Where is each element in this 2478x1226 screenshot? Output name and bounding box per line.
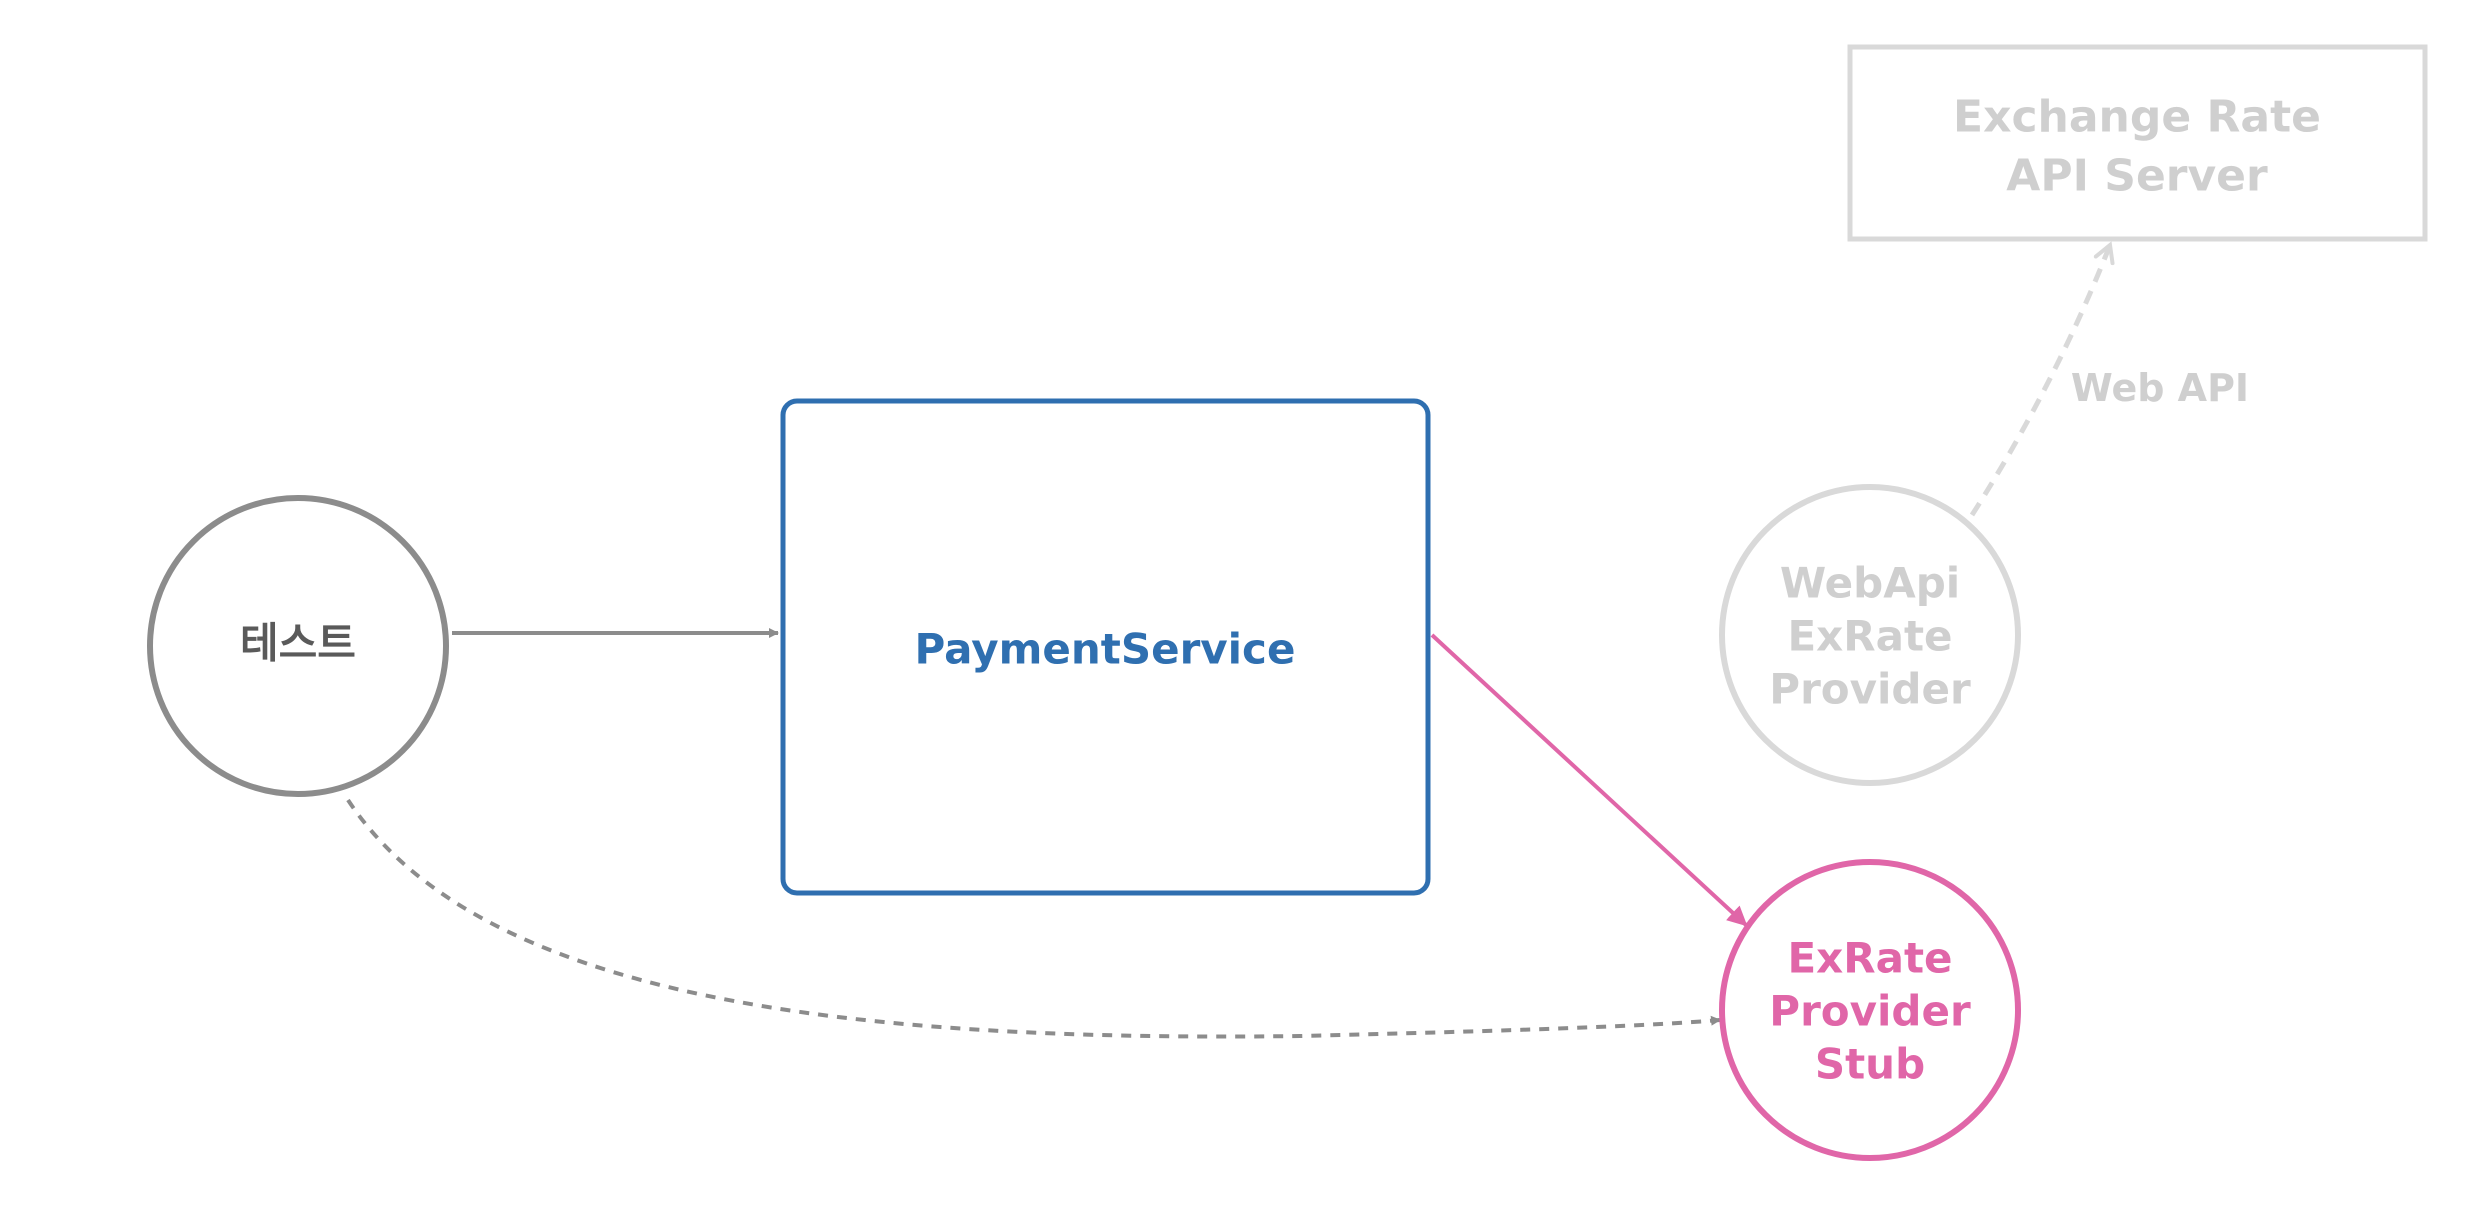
test-circle [147,495,449,797]
payment-service-node: PaymentService [780,398,1431,896]
stub-label-line-2: Provider [1769,987,1971,1036]
payment-service-box [780,398,1431,896]
api-server-node: Exchange Rate API Server [1847,44,2428,242]
api-server-box [1847,44,2428,242]
webapi-provider-label-line-3: Provider [1769,665,1971,714]
webapi-provider-label-line-1: WebApi [1780,559,1960,608]
payment-to-stub-arrow [1430,633,1748,927]
web-api-edge: Web API [1969,245,2249,517]
stub-circle [1719,859,2021,1161]
webapi-provider-circle [1719,484,2021,786]
stub-node: ExRate Provider Stub [1719,859,2021,1161]
web-api-label: Web API [2071,366,2249,410]
test-node: 테스트 [147,495,449,797]
api-server-label-line-1: Exchange Rate [1953,92,2321,143]
webapi-provider-node: WebApi ExRate Provider [1719,484,2021,786]
stub-label-line-1: ExRate [1787,934,1952,983]
web-api-arrow [1969,245,2110,517]
stub-label-line-3: Stub [1815,1040,1925,1089]
test-label: 테스트 [240,619,356,668]
test-to-stub-dashed-arrow [346,798,1721,1039]
webapi-provider-label-line-2: ExRate [1787,612,1952,661]
payment-service-label: PaymentService [915,625,1296,674]
api-server-label-line-2: API Server [2006,151,2268,202]
